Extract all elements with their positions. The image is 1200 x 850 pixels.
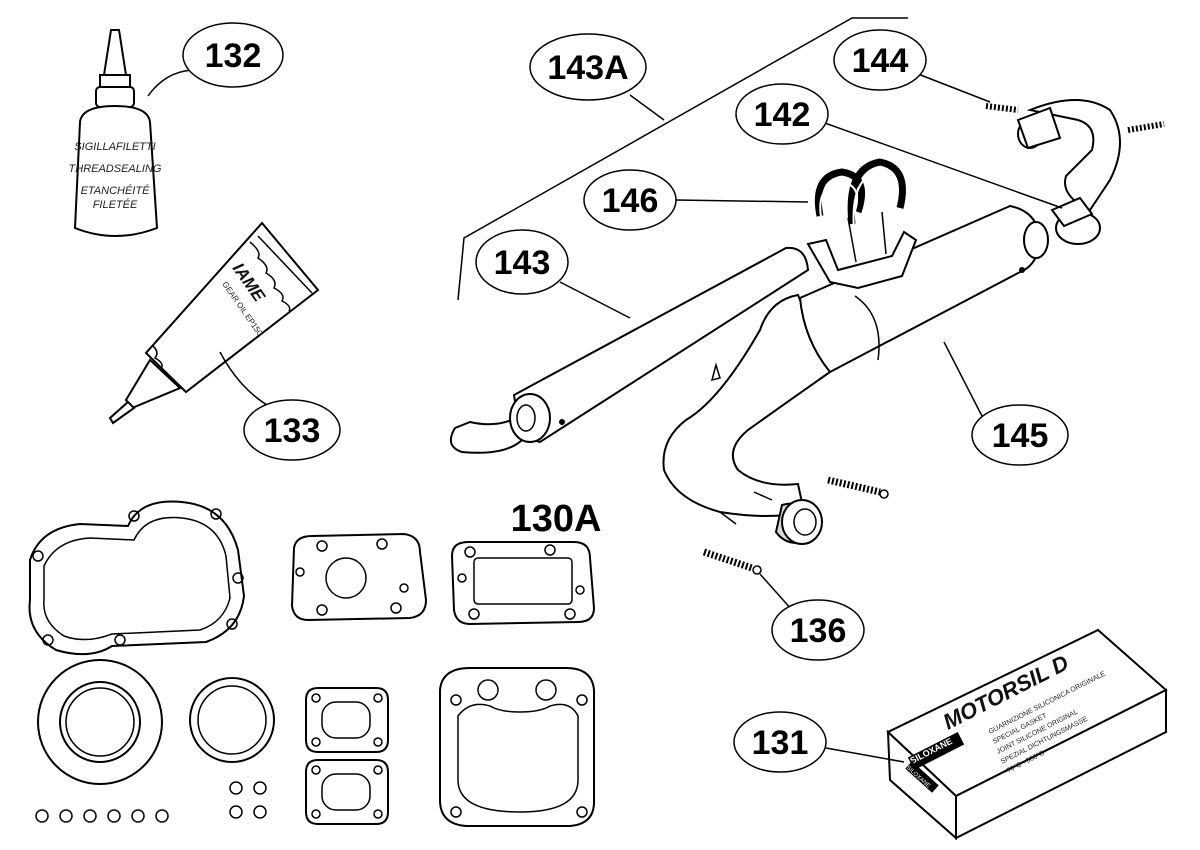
exhaust-pipe-145 (662, 204, 1049, 545)
springs-144 (985, 103, 1165, 133)
silencer-143 (449, 246, 810, 454)
bottle-label-line4: FILETÉE (93, 198, 138, 211)
callout-136-label: 136 (790, 612, 847, 650)
motorsil-box-131: MOTORSIL D SILOXANE GUARNIZIONE SILICONI… (886, 628, 1168, 841)
label-130a: 130A (511, 498, 602, 540)
gear-oil-tube: IAME GEAR OIL EP150 (108, 221, 320, 425)
callout-143a-label: 143A (547, 49, 628, 87)
gasket-ring-large (37, 659, 163, 785)
bottle-label-line3: ETANCHÉITÉ (81, 184, 151, 197)
gasket-ring-medium (189, 677, 275, 763)
thread-sealant-bottle: SIGILLAFILETTI THREADSEALING ETANCHÉITÉ … (69, 29, 162, 237)
callout-142: 142 (735, 83, 1063, 209)
exhaust-manifold-144 (1016, 99, 1121, 245)
exhaust-bracket (806, 211, 918, 290)
callout-133-label: 133 (264, 412, 321, 450)
callout-145: 145 (943, 341, 1069, 466)
callout-145-label: 145 (992, 417, 1049, 455)
assembly-bracket-143a (457, 17, 908, 301)
bottle-label-line1: SIGILLAFILETTI (74, 141, 155, 153)
gasket-exhaust-1 (305, 687, 389, 753)
callout-146-label: 146 (602, 182, 659, 220)
gasket-cylinder-base (439, 667, 595, 827)
gasket-reed-valve (450, 541, 596, 626)
bottle-label-line2: THREADSEALING (69, 163, 162, 175)
callout-144-label: 144 (852, 42, 909, 80)
springs-136 (702, 476, 889, 575)
callout-143: 143 (475, 229, 631, 319)
callout-136: 136 (759, 573, 865, 661)
callout-131: 131 (733, 711, 905, 773)
callout-144: 144 (833, 29, 991, 103)
callout-131-label: 131 (752, 724, 809, 762)
o-rings-small (35, 781, 267, 823)
rubber-bands-146 (814, 158, 906, 231)
callout-142-label: 142 (754, 96, 811, 134)
callout-132-label: 132 (205, 37, 262, 75)
gasket-intake-1 (290, 532, 428, 622)
callout-133: 133 (219, 351, 341, 461)
callout-132: 132 (147, 22, 284, 97)
callout-146: 146 (583, 169, 809, 231)
gasket-crankcase (28, 500, 246, 656)
callout-143-label: 143 (494, 244, 551, 282)
callout-143a: 143A (529, 33, 665, 121)
gasket-exhaust-2 (305, 759, 389, 825)
